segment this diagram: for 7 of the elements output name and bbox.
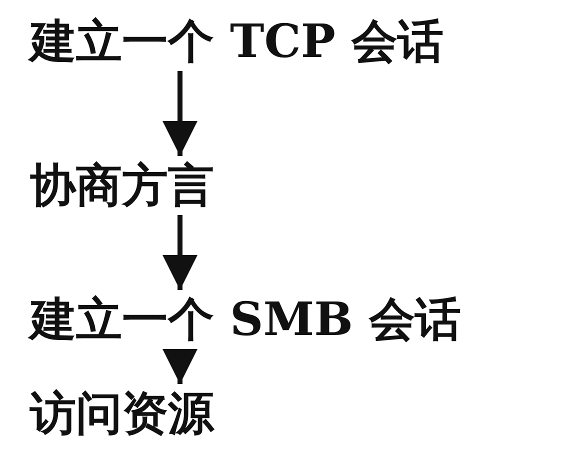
step-label: 建立一个 SMB 会话: [30, 292, 462, 348]
arrow: [162, 349, 198, 384]
step-label: 建立一个 TCP 会话: [30, 14, 444, 70]
step-label: 访问资源: [30, 386, 214, 442]
step-label: 协商方言: [30, 158, 214, 214]
arrow: [162, 215, 198, 290]
arrow: [162, 71, 198, 156]
